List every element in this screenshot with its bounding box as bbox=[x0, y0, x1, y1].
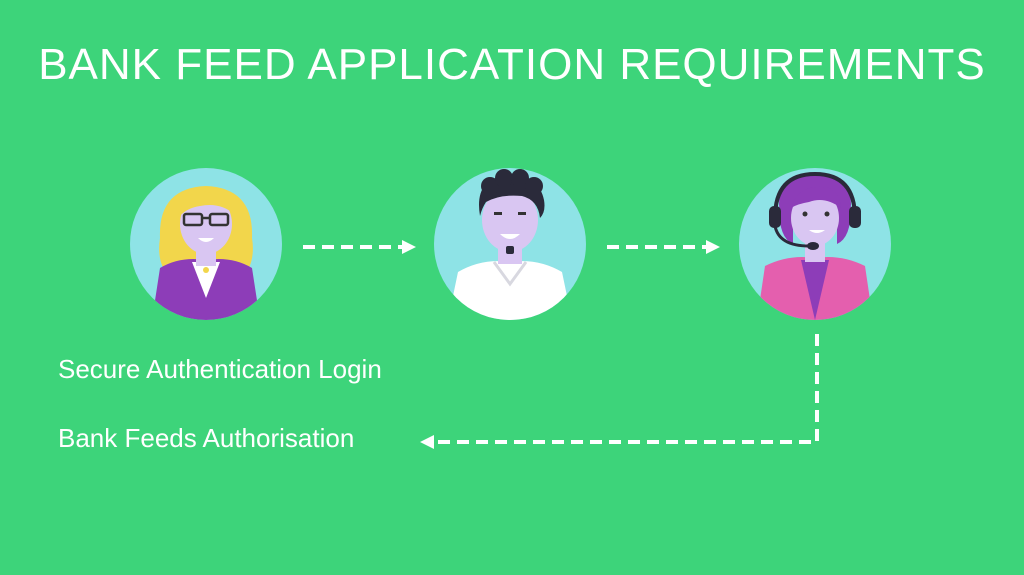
arrow-3 bbox=[432, 334, 819, 444]
arrow-3-head bbox=[420, 435, 434, 449]
headset-woman-icon bbox=[739, 168, 891, 320]
step-label-authorisation: Bank Feeds Authorisation bbox=[58, 423, 355, 453]
blonde-woman-icon bbox=[130, 168, 282, 320]
step-label-login: Secure Authentication Login bbox=[58, 354, 382, 384]
arrow-2-head bbox=[706, 240, 720, 254]
page-title: BANK FEED APPLICATION REQUIREMENTS bbox=[38, 40, 986, 89]
man-icon bbox=[434, 168, 586, 320]
arrow-1-head bbox=[402, 240, 416, 254]
